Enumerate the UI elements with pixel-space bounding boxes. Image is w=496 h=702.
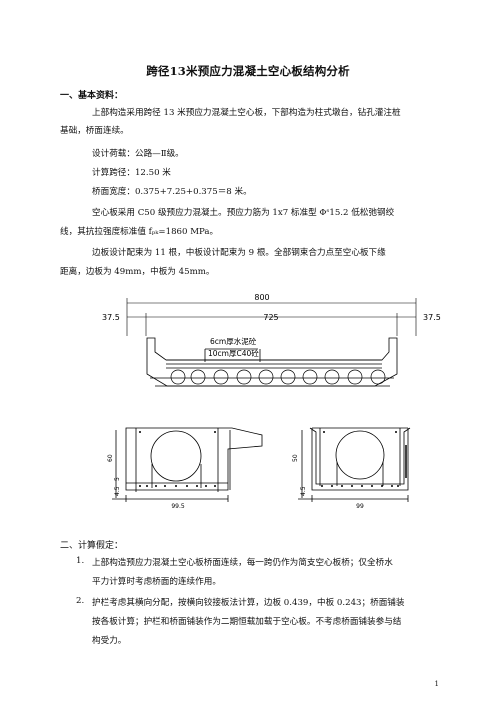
dimension-lines: [126, 298, 417, 336]
middle-height: 50: [292, 454, 299, 462]
assumption-2-line2: 按各板计算；护栏和桥面铺装作为二期恒载加载于空心板。不考虑桥面铺装参与结: [92, 617, 402, 627]
dim-mid: 725: [263, 313, 278, 322]
assumption-1-number: 1.: [76, 556, 85, 566]
page-title: 跨径13米预应力混凝土空心板结构分析: [146, 64, 350, 78]
layer-label-cement: 6cm厚水泥砼: [210, 336, 257, 346]
paragraph-tendons-line2: 距离，边板为 49mm，中板为 45mm。: [60, 267, 215, 277]
dim-total: 800: [254, 293, 269, 302]
deck-cross-section: [146, 337, 398, 387]
paragraph-tendons-line1: 边板设计配束为 11 根，中板设计配束为 9 根。全部钢束合力点至空心板下缘: [92, 248, 386, 258]
middle-rebar-dots: [321, 431, 399, 487]
edge-width: 99.5: [171, 503, 185, 510]
deck-width: 桥面宽度：0.375+7.25+0.375＝8 米。: [92, 187, 252, 197]
section-heading-basic: 一、基本资料：: [60, 91, 124, 101]
edge-dim-a: 5: [114, 477, 121, 481]
edge-height: 60: [107, 454, 114, 462]
middle-slab-detail: [298, 427, 411, 502]
middle-width: 99: [356, 503, 364, 510]
page-number: 1: [434, 680, 439, 688]
assumption-2-line3: 构受力。: [92, 636, 127, 646]
paragraph-material-line1: 空心板采用 C50 级预应力混凝土。预应力筋为 1x7 标准型 Φˢ15.2 低…: [92, 208, 395, 218]
void-circles: [170, 369, 386, 385]
paragraph-structure-line1: 上部构造采用跨径 13 米预应力混凝土空心板，下部构造为柱式墩台，钻孔灌注桩: [92, 108, 401, 118]
assumption-1-line2: 平力计算时考虑桥面的连续作用。: [92, 577, 221, 587]
layer-label-c40: 10cm厚C40砼: [208, 348, 259, 358]
paragraph-material-line2: 线，其抗拉强度标准值 fₚₖ=1860 MPa。: [60, 227, 219, 237]
assumption-1-line1: 上部构造预应力混凝土空心板桥面连续，每一跨仍作为简支空心板桥；仅全桥水: [92, 558, 393, 568]
edge-dim-b: 4.5: [114, 486, 121, 496]
paragraph-structure-line2: 基础，桥面连续。: [60, 126, 129, 136]
design-load: 设计荷载：公路—Ⅱ级。: [92, 149, 184, 159]
assumption-2-number: 2.: [76, 596, 85, 606]
section-heading-assumptions: 二、计算假定：: [60, 541, 124, 551]
edge-slab-detail: [112, 427, 263, 502]
assumption-2-line1: 护栏考虑其横向分配，按横向铰接板法计算，边板 0.439，中板 0.243；桥面…: [92, 598, 405, 608]
dim-right: 37.5: [423, 313, 441, 322]
middle-dim-a: 4.5: [300, 486, 307, 496]
edge-rebar-dots: [139, 431, 216, 487]
dim-left: 37.5: [102, 313, 120, 322]
calc-span: 计算跨径：12.50 米: [92, 168, 171, 178]
